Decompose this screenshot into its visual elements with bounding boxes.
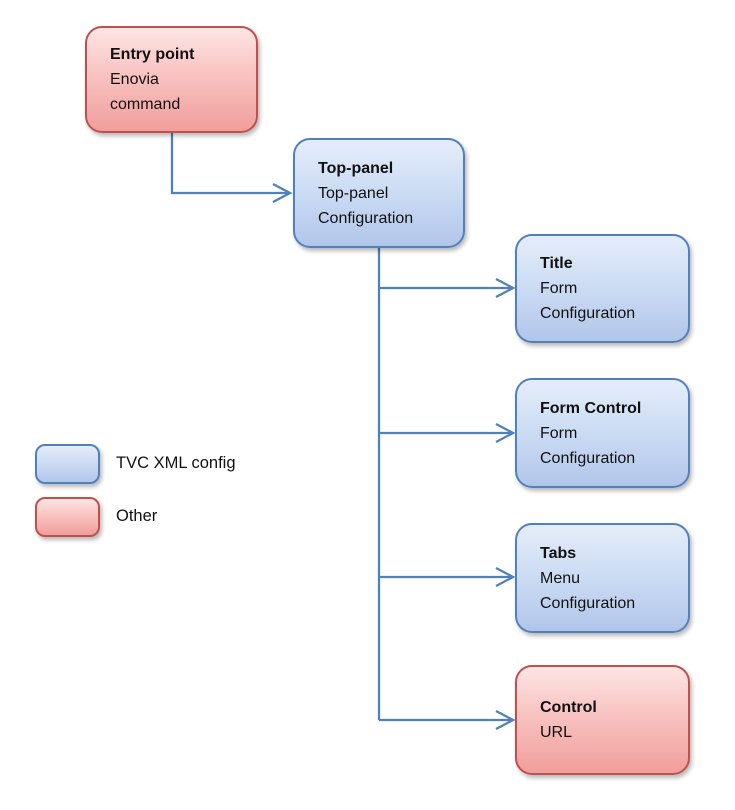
arrowhead-tabs-icon — [495, 566, 516, 588]
node-entry-point: Entry point Enovia command — [85, 26, 258, 133]
node-form-control-line: Form — [540, 424, 578, 442]
node-tabs: Tabs Menu Configuration — [515, 523, 690, 633]
node-control-line: URL — [540, 724, 573, 741]
node-top-panel: Top-panel Top-panel Configuration — [293, 138, 465, 248]
node-form-control-line: Configuration — [540, 449, 636, 467]
node-form-control-title: Form Control — [540, 399, 642, 417]
node-top-panel-line: Top-panel — [318, 184, 389, 202]
node-tabs-title: Tabs — [540, 544, 577, 562]
arrowhead-form-control-icon — [495, 422, 516, 444]
node-control: Control URL — [515, 665, 690, 775]
node-control-title: Control — [540, 699, 597, 716]
node-entry-point-line: Enovia — [110, 71, 159, 88]
node-title-title: Title — [540, 255, 573, 272]
legend-label-tvc-xml-config: TVC XML config — [116, 454, 236, 472]
node-top-panel-title: Top-panel — [318, 159, 394, 177]
arrowhead-top-panel-icon — [272, 182, 293, 204]
legend-swatch-other — [35, 497, 100, 537]
arrowhead-control-icon — [495, 709, 516, 731]
node-tabs-line: Configuration — [540, 594, 636, 612]
node-title: Title Form Configuration — [515, 234, 690, 343]
legend-label-other: Other — [116, 507, 158, 525]
node-top-panel-line: Configuration — [318, 209, 414, 227]
node-entry-point-line: command — [110, 96, 181, 113]
node-tabs-line: Menu — [540, 569, 581, 587]
node-form-control: Form Control Form Configuration — [515, 378, 690, 488]
arrowhead-title-icon — [495, 277, 516, 299]
connector-entry-to-top-panel — [170, 133, 289, 195]
node-title-line: Form — [540, 280, 578, 297]
node-entry-point-title: Entry point — [110, 46, 195, 63]
legend-swatch-tvc-xml-config — [35, 444, 100, 484]
node-title-line: Configuration — [540, 305, 636, 322]
